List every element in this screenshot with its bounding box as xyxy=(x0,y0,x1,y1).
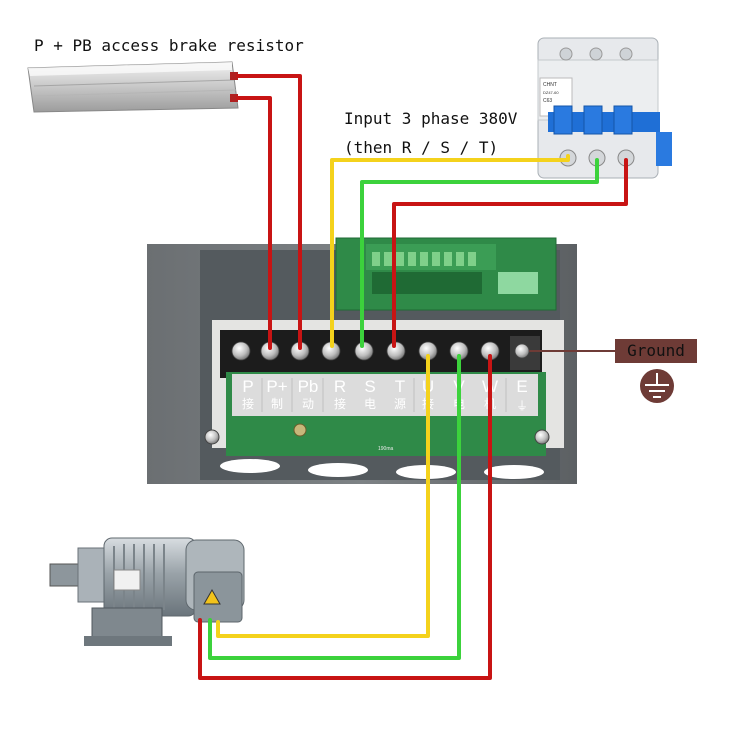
terminal-sub-5: 电 xyxy=(364,397,376,411)
circuit-breaker: CHNT DZ47-60 C63 xyxy=(537,37,672,179)
terminal-sub-1: 接 xyxy=(242,396,254,411)
breaker-text-rating: C63 xyxy=(543,98,552,104)
wire-mains-s xyxy=(360,158,599,348)
wire-motor-u xyxy=(216,354,430,638)
brake-resistor xyxy=(27,61,239,113)
ground-label: Ground xyxy=(615,339,697,363)
terminal-label-10: E xyxy=(516,377,527,396)
breaker-text-brand: CHNT xyxy=(543,82,557,88)
terminal-label-4: R xyxy=(334,377,346,396)
ground-icon xyxy=(640,369,674,403)
terminal-label-2: P+ xyxy=(266,377,287,396)
pcb-text: 190ma xyxy=(378,446,394,452)
terminal-label-1: P xyxy=(242,377,253,396)
terminal-sub-6: 源 xyxy=(394,397,406,411)
terminal-label-6: T xyxy=(395,377,405,396)
wire-mains-r xyxy=(330,154,570,348)
terminal-label-3: Pb xyxy=(298,377,319,396)
earth-symbol-icon: ⏚ xyxy=(516,399,528,413)
input-order-label: (then R / S / T) xyxy=(344,138,499,157)
terminal-sub-2: 制 xyxy=(271,397,283,411)
motor xyxy=(49,537,245,646)
wire-motor-v xyxy=(208,354,461,660)
warning-icon xyxy=(203,588,221,605)
wires xyxy=(198,74,628,680)
breaker-text-model: DZ47-60 xyxy=(543,90,559,95)
terminal-labels: P P+ Pb R S T U V W E 接 制 动 接 电 源 接 电 机 … xyxy=(242,377,528,413)
brake-resistor-label: P + PB access brake resistor xyxy=(34,36,304,55)
wire-motor-w xyxy=(198,354,492,680)
wire-mains-t xyxy=(392,158,628,348)
terminal-dividers xyxy=(261,378,507,412)
input-power-label: Input 3 phase 380V xyxy=(344,109,518,128)
terminal-sub-3: 动 xyxy=(302,397,314,411)
terminal-label-5: S xyxy=(364,377,375,396)
wire-brake-pb xyxy=(236,74,302,350)
wire-brake-pplus xyxy=(236,96,272,350)
terminal-sub-4: 接 xyxy=(334,396,346,411)
